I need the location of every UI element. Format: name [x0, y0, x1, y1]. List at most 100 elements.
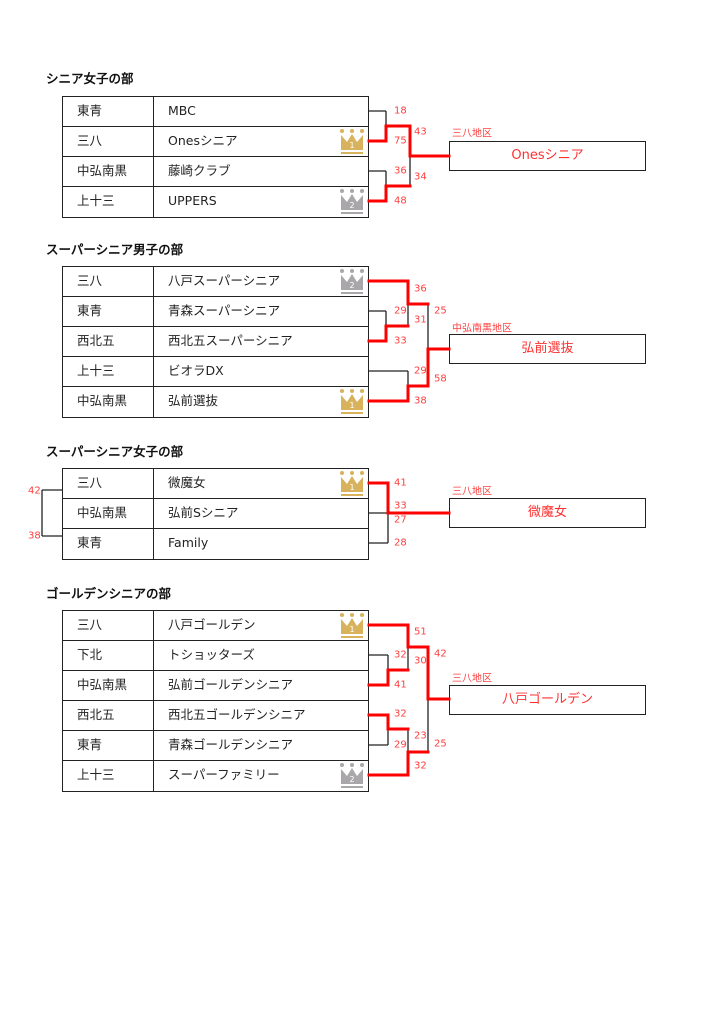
team-row: 東青青森ゴールデンシニア: [63, 731, 368, 761]
region-cell: 三八: [63, 127, 154, 156]
team-row: 上十三 UPPERS 2: [63, 187, 368, 217]
section-title: スーパーシニア女子の部: [46, 444, 184, 459]
team-cell: 青森ゴールデンシニア: [168, 737, 294, 752]
gold-crown-icon: 1: [339, 612, 365, 639]
score-label: 58: [434, 373, 447, 385]
team-cell: 西北五スーパーシニア: [168, 333, 293, 348]
score-label: 42: [28, 485, 41, 497]
region-cell: 西北五: [63, 327, 154, 356]
score-label: 29: [394, 739, 407, 751]
team-row: 三八八戸ゴールデン 1: [63, 611, 368, 641]
team-row: 中弘南黒弘前Sシニア: [63, 499, 368, 529]
svg-text:1: 1: [349, 625, 354, 634]
silver-crown-icon: 2: [339, 268, 365, 295]
region-cell: 東青: [63, 97, 154, 126]
gold-crown-icon: 1: [339, 470, 365, 497]
svg-text:1: 1: [349, 483, 354, 492]
region-cell: 上十三: [63, 761, 154, 791]
team-row: 東青 MBC: [63, 97, 368, 127]
team-cell: 八戸ゴールデン: [168, 617, 256, 632]
region-cell: 三八: [63, 267, 154, 296]
section-title: ゴールデンシニアの部: [46, 586, 172, 601]
team-row: 中弘南黒弘前ゴールデンシニア: [63, 671, 368, 701]
score-label: 48: [394, 195, 407, 207]
region-cell: 東青: [63, 297, 154, 326]
region-cell: 中弘南黒: [63, 157, 154, 186]
team-cell: トショッターズ: [168, 647, 255, 662]
score-label: 30: [414, 655, 427, 667]
team-row: 上十三ビオラDX: [63, 357, 368, 387]
score-label: 42: [434, 648, 447, 660]
team-row: 西北五西北五ゴールデンシニア: [63, 701, 368, 731]
team-cell: 弘前Sシニア: [168, 505, 239, 520]
team-cell: 青森スーパーシニア: [168, 303, 281, 318]
region-cell: 上十三: [63, 187, 154, 217]
silver-crown-icon: 2: [339, 188, 365, 215]
region-cell: 東青: [63, 731, 154, 760]
team-row: 西北五西北五スーパーシニア: [63, 327, 368, 357]
region-cell: 中弘南黒: [63, 499, 154, 528]
score-label: 41: [394, 679, 407, 691]
score-label: 34: [414, 171, 427, 183]
region-cell: 三八: [63, 611, 154, 640]
region-cell: 三八: [63, 469, 154, 498]
team-cell: 八戸スーパーシニア: [168, 273, 281, 288]
team-cell: 西北五ゴールデンシニア: [168, 707, 306, 722]
team-cell: スーパーファミリー: [168, 767, 280, 782]
team-row: 東青青森スーパーシニア: [63, 297, 368, 327]
team-cell: MBC: [168, 103, 196, 118]
winner-region-label: 中弘南黒地区: [452, 323, 512, 335]
section-title: スーパーシニア男子の部: [46, 242, 184, 257]
region-cell: 東青: [63, 529, 154, 559]
silver-crown-icon: 2: [339, 762, 365, 789]
score-label: 25: [434, 738, 447, 750]
team-cell: 弘前ゴールデンシニア: [168, 677, 294, 692]
team-row: 下北トショッターズ: [63, 641, 368, 671]
winner-region-label: 三八地区: [452, 128, 492, 140]
score-label: 25: [434, 305, 447, 317]
score-label: 28: [394, 537, 407, 549]
score-label: 23: [414, 730, 427, 742]
score-label: 36: [394, 165, 407, 177]
score-label: 36: [414, 283, 427, 295]
score-label: 51: [414, 626, 427, 638]
region-cell: 下北: [63, 641, 154, 670]
region-cell: 中弘南黒: [63, 671, 154, 700]
score-label: 33: [394, 335, 407, 347]
score-label: 29: [394, 305, 407, 317]
score-label: 38: [28, 530, 41, 542]
team-row: 上十三スーパーファミリー 2: [63, 761, 368, 791]
svg-text:2: 2: [349, 281, 354, 290]
score-label: 38: [414, 395, 427, 407]
team-cell: 藤崎クラブ: [168, 163, 231, 178]
svg-text:1: 1: [349, 401, 354, 410]
team-row: 中弘南黒藤崎クラブ: [63, 157, 368, 187]
score-label: 75: [394, 135, 407, 147]
region-cell: 西北五: [63, 701, 154, 730]
svg-text:2: 2: [349, 775, 354, 784]
team-row: 三八八戸スーパーシニア 2: [63, 267, 368, 297]
score-label: 31: [414, 314, 427, 326]
region-cell: 上十三: [63, 357, 154, 386]
score-label: 32: [394, 708, 407, 720]
team-cell: Onesシニア: [168, 133, 238, 148]
score-label: 41: [394, 477, 407, 489]
score-label: 32: [414, 760, 427, 772]
score-label: 32: [394, 649, 407, 661]
team-cell: UPPERS: [168, 193, 217, 208]
team-cell: 弘前選抜: [168, 393, 219, 408]
section-title: シニア女子の部: [46, 71, 134, 86]
gold-crown-icon: 1: [339, 388, 365, 415]
team-cell: ビオラDX: [168, 363, 224, 378]
winner-region-label: 三八地区: [452, 486, 492, 498]
score-label: 27: [394, 514, 407, 526]
